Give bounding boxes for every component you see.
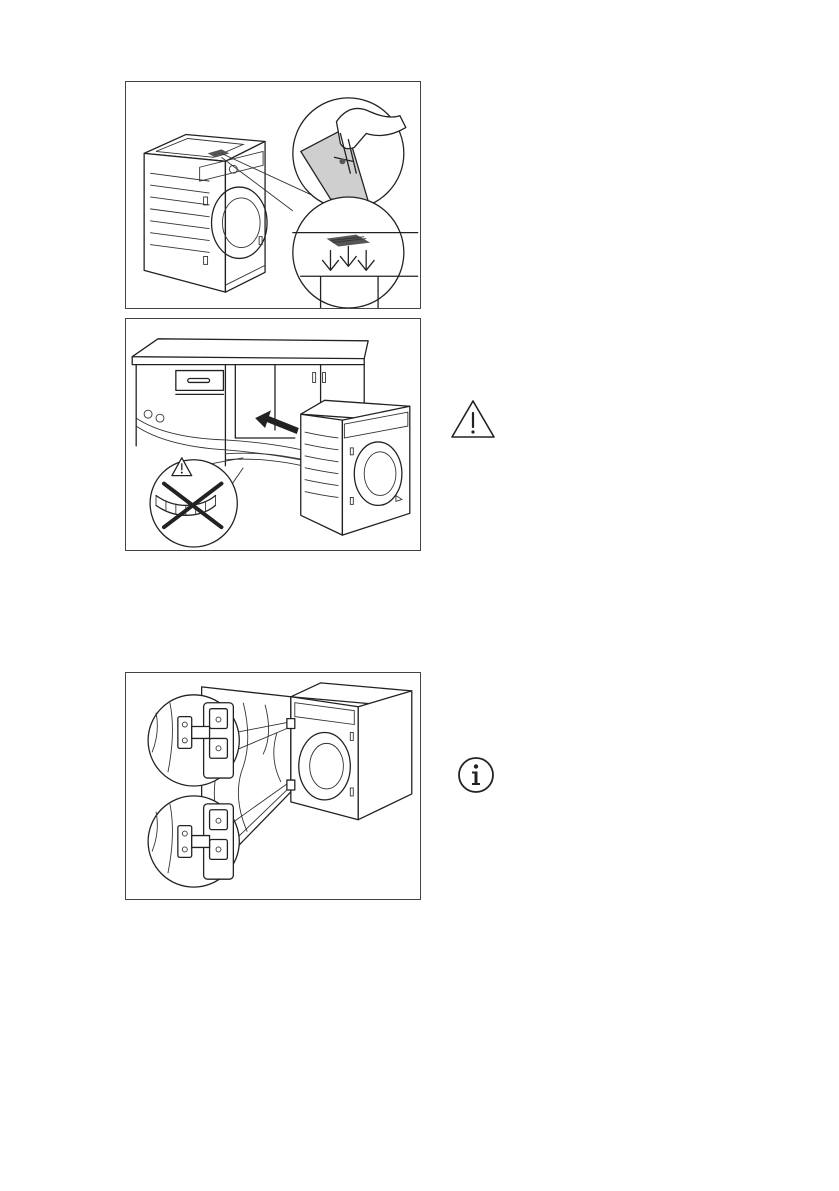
hand-icon — [293, 98, 406, 209]
info-circle-icon — [457, 756, 495, 794]
filter-installation-figure — [125, 81, 421, 309]
washing-machine-icon — [301, 400, 410, 535]
door-hinge-mounting-illustration — [126, 673, 420, 899]
filter-pad-icon — [293, 197, 418, 308]
hinge-detail-upper — [148, 695, 239, 786]
warning-triangle-icon — [450, 399, 496, 439]
hose-warning-callout — [150, 458, 243, 547]
down-arrows-icon — [323, 247, 375, 271]
washing-machine-icon — [291, 683, 412, 820]
washing-machine-icon — [144, 135, 267, 293]
filter-installation-illustration — [126, 82, 420, 308]
built-in-placement-figure — [125, 318, 421, 551]
hinge-detail-lower — [148, 796, 239, 887]
door-hinge-mounting-figure — [125, 672, 421, 900]
built-in-placement-illustration — [126, 319, 420, 550]
push-arrow-icon — [255, 410, 299, 434]
